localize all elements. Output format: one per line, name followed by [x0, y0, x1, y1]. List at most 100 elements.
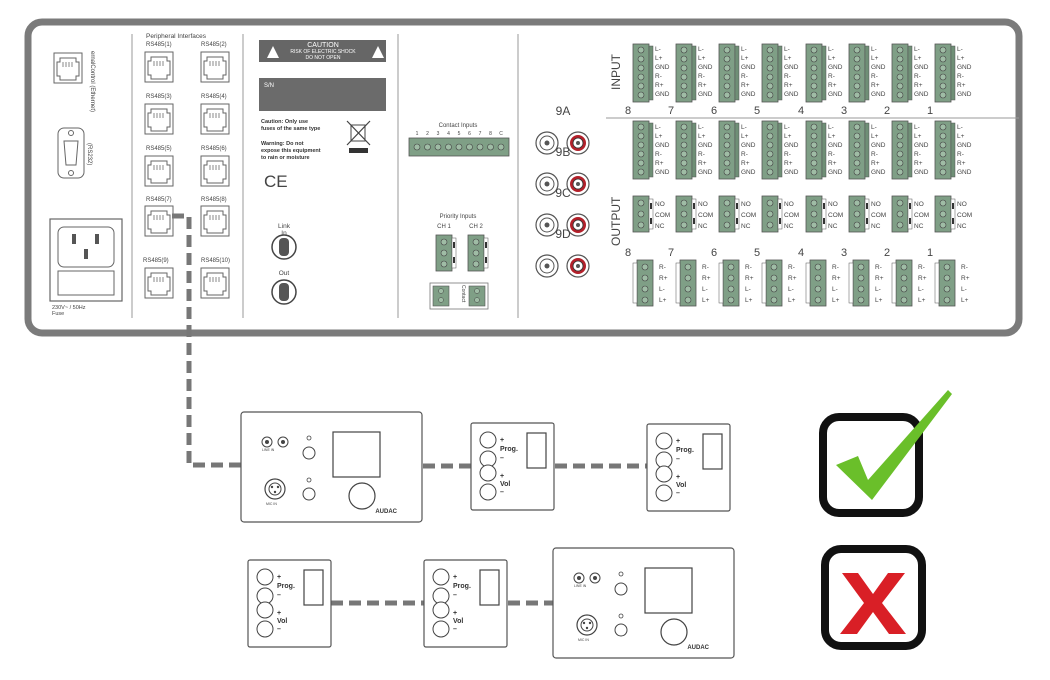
rs485-10-port[interactable]: [200, 267, 230, 299]
priority-contact-terminal[interactable]: [429, 282, 489, 310]
rs485-4-port[interactable]: [200, 103, 230, 135]
input-pin-label: GND: [828, 91, 843, 98]
input-terminal-7[interactable]: [675, 120, 697, 180]
rs485-3-port[interactable]: [144, 103, 174, 135]
rca-9c-label: 9C: [555, 186, 571, 200]
relay-terminal-3[interactable]: [848, 195, 870, 233]
relay-terminal-1[interactable]: [934, 195, 956, 233]
speaker-terminal-5[interactable]: [761, 259, 783, 307]
prog-label: Prog.: [676, 447, 694, 454]
input-pin-label: GND: [698, 169, 713, 176]
rs485-6-port[interactable]: [200, 155, 230, 187]
relay-terminal-5[interactable]: [761, 195, 783, 233]
input-terminal-top-1[interactable]: [934, 43, 956, 103]
caution-line2: DO NOT OPEN: [306, 55, 341, 61]
relay-terminal-8[interactable]: [632, 195, 654, 233]
input-pin-label: R+: [698, 160, 707, 167]
rca-9d-label: 9D: [555, 227, 571, 241]
relay-terminal-7[interactable]: [675, 195, 697, 233]
input-pin-label: R-: [698, 151, 705, 158]
speaker-pin-label: L-: [875, 286, 881, 293]
input-pin-label: L+: [741, 55, 749, 62]
rs485-5-port[interactable]: [144, 155, 174, 187]
contact-input-terminal[interactable]: [408, 137, 510, 157]
rs485-9-port[interactable]: [144, 267, 174, 299]
input-terminal-5[interactable]: [761, 120, 783, 180]
input-terminal-top-7[interactable]: [675, 43, 697, 103]
speaker-terminal-8[interactable]: [632, 259, 654, 307]
relay-pin-label: NC: [957, 223, 967, 230]
speaker-pin-label: R-: [659, 264, 666, 271]
relay-pin-label: COM: [655, 212, 670, 219]
contact-pin-label: 5: [458, 131, 461, 137]
rs485-1-port[interactable]: [144, 51, 174, 83]
rs232-port[interactable]: [57, 127, 85, 179]
speaker-terminal-1[interactable]: [934, 259, 956, 307]
speaker-terminal-4[interactable]: [805, 259, 827, 307]
rs485-5-label: RS485(5): [146, 146, 172, 152]
input-pin-label: GND: [784, 169, 799, 176]
relay-pin-label: NO: [784, 201, 794, 208]
warning-1: Warning: Do not: [261, 141, 304, 147]
input-pin-label: L+: [914, 133, 922, 140]
relay-terminal-6[interactable]: [718, 195, 740, 233]
input-terminal-8[interactable]: [632, 120, 654, 180]
input-pin-label: L-: [698, 46, 704, 53]
wall-panel-selector-top-2[interactable]: + Prog. – + Vol –: [646, 423, 731, 512]
contact-label: Contact: [460, 285, 466, 303]
speaker-terminal-2[interactable]: [891, 259, 913, 307]
vol-minus-label: –: [500, 489, 504, 496]
relay-terminal-2[interactable]: [891, 195, 913, 233]
wall-panel-selector-top-1[interactable]: + Prog. – + Vol –: [470, 422, 555, 511]
contact-pin: [434, 143, 442, 151]
ethernet-port[interactable]: [53, 52, 83, 84]
speaker-pin-label: L+: [659, 297, 667, 304]
rs485-7-port[interactable]: [144, 205, 174, 237]
input-pin-label: L-: [828, 46, 834, 53]
input-terminal-top-8[interactable]: [632, 43, 654, 103]
wall-panel-selector-bottom-1[interactable]: + Prog. – + Vol –: [247, 559, 332, 648]
speaker-terminal-7[interactable]: [675, 259, 697, 307]
speaker-pin-label: R+: [918, 275, 927, 282]
input-terminal-3[interactable]: [848, 120, 870, 180]
rca-9d-left-jack[interactable]: [535, 254, 559, 278]
wall-panel-master-bottom[interactable]: LINE IN MIC IN AUDAC: [552, 547, 735, 659]
input-pin-label: GND: [871, 169, 886, 176]
rs485-8-port[interactable]: [200, 205, 230, 237]
link-out-connector[interactable]: [271, 279, 297, 305]
rca-9d-right-jack[interactable]: [566, 254, 590, 278]
input-section-label: INPUT: [609, 53, 623, 90]
input-terminal-top-2[interactable]: [891, 43, 913, 103]
wall-panel-selector-bottom-2[interactable]: + Prog. – + Vol –: [423, 559, 508, 648]
wall-panel-master-top[interactable]: LINE IN MIC IN AUDAC: [240, 411, 423, 523]
power-inlet[interactable]: [49, 218, 123, 302]
contact-inputs-title: Contact Inputs: [439, 123, 478, 129]
input-terminal-6[interactable]: [718, 120, 740, 180]
vol-minus-label: –: [277, 626, 281, 633]
rs485-2-port[interactable]: [200, 51, 230, 83]
relay-terminal-4[interactable]: [805, 195, 827, 233]
speaker-pin-label: R-: [788, 264, 795, 271]
input-pin-label: R+: [741, 160, 750, 167]
priority-ch2-terminal[interactable]: [467, 234, 489, 272]
speaker-pin-label: L+: [918, 297, 926, 304]
input-terminal-top-4[interactable]: [805, 43, 827, 103]
link-in-connector[interactable]: [271, 234, 297, 260]
input-pin-label: L+: [828, 55, 836, 62]
link-in-sub: In: [281, 230, 287, 237]
input-terminal-top-3[interactable]: [848, 43, 870, 103]
input-terminal-4[interactable]: [805, 120, 827, 180]
relay-pin-label: NO: [957, 201, 967, 208]
input-terminal-2[interactable]: [891, 120, 913, 180]
input-terminal-top-5[interactable]: [761, 43, 783, 103]
input-pin-label: L-: [914, 46, 920, 53]
priority-ch1-terminal[interactable]: [435, 234, 457, 272]
input-terminal-top-6[interactable]: [718, 43, 740, 103]
vol-label: Vol: [453, 618, 463, 625]
channel-number-4: 4: [798, 105, 804, 117]
input-pin-label: L-: [784, 124, 790, 131]
input-terminal-1[interactable]: [934, 120, 956, 180]
speaker-terminal-3[interactable]: [848, 259, 870, 307]
io-terminals: L-L+GNDR-R+GND8L-L+GNDR-R+GNDNOCOMNC8R-R…: [625, 43, 972, 307]
speaker-terminal-6[interactable]: [718, 259, 740, 307]
